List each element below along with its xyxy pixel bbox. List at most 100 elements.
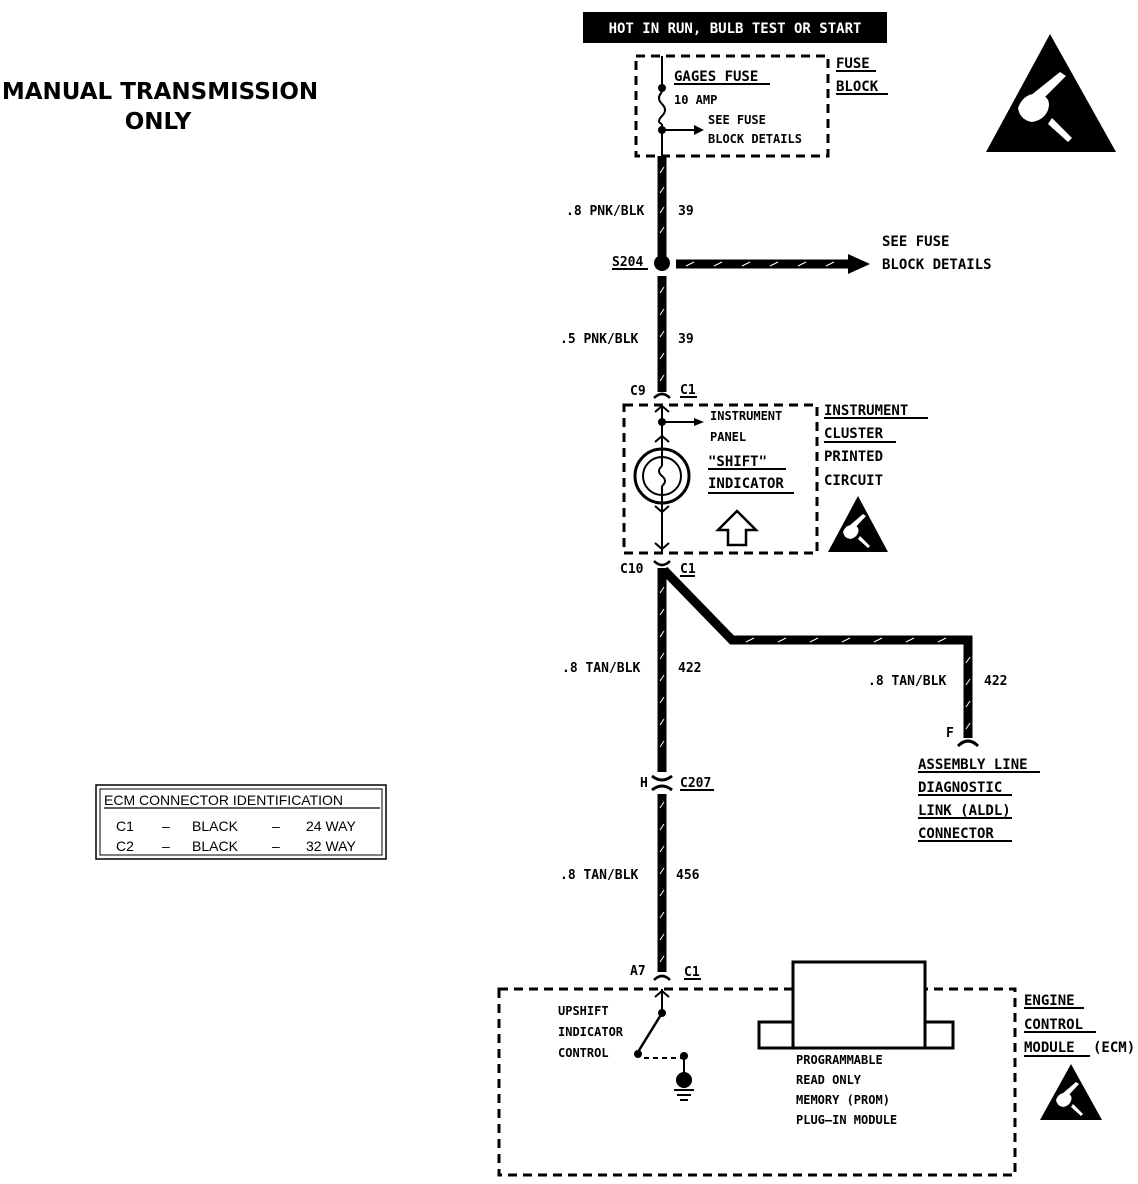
wire-stripe xyxy=(659,226,665,234)
cluster-label-line2: CLUSTER xyxy=(824,426,884,442)
wire-stripe xyxy=(797,261,807,267)
splice-see-details-line2: BLOCK DETAILS xyxy=(882,257,992,273)
wire-stripe xyxy=(659,352,665,360)
prom-label-line3: MEMORY (PROM) xyxy=(796,1093,890,1107)
ecm-table-row1-ways: 24 WAY xyxy=(306,818,356,834)
ecm-table-row2-conn: C2 xyxy=(116,838,134,854)
ecm-label-suffix: (ECM) xyxy=(1093,1040,1135,1056)
power-banner: HOT IN RUN, BULB TEST OR START xyxy=(583,12,887,43)
aldl-label-line1: ASSEMBLY LINE xyxy=(918,757,1028,773)
fuse-block-label-line1: FUSE xyxy=(836,56,870,72)
connector-c10-name: C1 xyxy=(680,562,696,577)
ecm-label-line2: CONTROL xyxy=(1024,1017,1083,1033)
arrow-right-icon xyxy=(848,254,870,274)
prom-label-line4: PLUG–IN MODULE xyxy=(796,1113,897,1127)
connector-c207 xyxy=(651,774,673,792)
wire-456-circuit: 456 xyxy=(676,868,700,883)
instrument-cluster-box xyxy=(622,403,819,555)
esd-warning-icon xyxy=(828,496,888,552)
aldl-label-line4: CONNECTOR xyxy=(918,826,994,842)
banner-text: HOT IN RUN, BULB TEST OR START xyxy=(609,21,862,37)
connector-aldl-pin: F xyxy=(946,726,954,741)
wire-stripe xyxy=(659,330,665,338)
wire-stripe xyxy=(659,608,665,616)
esd-warning-icon xyxy=(986,34,1116,152)
wire-stripe xyxy=(659,374,665,382)
wire-stripe xyxy=(659,911,665,919)
wire-stripe xyxy=(841,637,851,643)
cluster-label-line3: PRINTED xyxy=(824,449,883,465)
ecm-table-row1-sep2: – xyxy=(272,818,280,834)
connector-c207-name: C207 xyxy=(680,776,711,791)
wire-stripe xyxy=(659,696,665,704)
connector-c10-pin: C10 xyxy=(620,562,644,577)
wire-stripe xyxy=(659,308,665,316)
splice-s204-label: S204 xyxy=(612,255,643,270)
ecm-table-row2-color: BLACK xyxy=(192,838,239,854)
wire-stripe xyxy=(659,586,665,594)
connector-a7 xyxy=(653,974,671,981)
connector-a7-pin: A7 xyxy=(630,964,646,979)
wire-stripe xyxy=(659,286,665,294)
wire-stripe xyxy=(965,722,971,730)
esd-warning-icon xyxy=(1040,1064,1102,1120)
wire-stripe xyxy=(777,637,787,643)
upshift-label-line2: INDICATOR xyxy=(558,1025,624,1039)
instrument-panel-line1: INSTRUMENT xyxy=(710,409,782,423)
wire-stripe xyxy=(659,630,665,638)
wire-stripe xyxy=(905,637,915,643)
ecm-table-row1-sep1: – xyxy=(162,818,170,834)
wire-stripe xyxy=(659,933,665,941)
wire-456-gauge: .8 TAN/BLK xyxy=(560,868,638,883)
wire-stripe xyxy=(659,740,665,748)
wire-stripe xyxy=(659,801,665,809)
wire-stripe xyxy=(825,261,835,267)
gages-fuse xyxy=(658,56,704,156)
fuse-see-details-line1: SEE FUSE xyxy=(708,113,766,127)
gages-fuse-label: GAGES FUSE xyxy=(674,69,758,85)
connector-c9-pin: C9 xyxy=(630,384,646,399)
shift-indicator-line2: INDICATOR xyxy=(708,476,784,492)
wire-stripe xyxy=(659,845,665,853)
connector-c10 xyxy=(653,560,671,567)
cluster-label-line4: CIRCUIT xyxy=(824,473,883,489)
wire-stripe xyxy=(659,867,665,875)
wire-422-aldl-branch xyxy=(660,566,973,738)
ecm-box xyxy=(497,987,1017,1177)
ecm-table-row2-ways: 32 WAY xyxy=(306,838,356,854)
wire-stripe xyxy=(745,637,755,643)
wire-stripe xyxy=(659,889,665,897)
ecm-table-row2-sep1: – xyxy=(162,838,170,854)
splice-see-details-line1: SEE FUSE xyxy=(882,234,949,250)
upshift-label-line3: CONTROL xyxy=(558,1046,609,1060)
wire-stripe xyxy=(659,823,665,831)
cluster-circuit xyxy=(654,404,704,553)
diagram-title-line2: ONLY xyxy=(125,109,192,135)
wire-stripe xyxy=(659,206,665,214)
upshift-switch xyxy=(634,989,692,1088)
ecm-table-row1-color: BLACK xyxy=(192,818,239,834)
connector-a7-name: C1 xyxy=(684,965,700,980)
ecm-table-title: ECM CONNECTOR IDENTIFICATION xyxy=(104,792,343,808)
wire-stripe xyxy=(713,261,723,267)
wire-stripe xyxy=(659,186,665,194)
wire-stripe xyxy=(769,261,779,267)
up-arrow-icon xyxy=(714,509,760,547)
wire-422-aldl-circuit: 422 xyxy=(984,674,1007,689)
wire-422-gauge: .8 TAN/BLK xyxy=(562,661,640,676)
wire-stripe xyxy=(873,637,883,643)
splice-s204 xyxy=(654,255,670,271)
wire-stripe xyxy=(659,166,665,174)
connector-aldl-f xyxy=(956,739,980,748)
cluster-label-line1: INSTRUMENT xyxy=(824,403,908,419)
shift-indicator-line1: "SHIFT" xyxy=(708,454,767,470)
wire-stripe xyxy=(965,700,971,708)
wire-422-circuit: 422 xyxy=(678,661,701,676)
wire-stripe xyxy=(809,637,819,643)
connector-c207-pin: H xyxy=(640,776,648,791)
connector-c9-name: C1 xyxy=(680,383,696,398)
prom-module xyxy=(757,960,955,1050)
ecm-table-row1-conn: C1 xyxy=(116,818,134,834)
instrument-panel-line2: PANEL xyxy=(710,430,746,444)
